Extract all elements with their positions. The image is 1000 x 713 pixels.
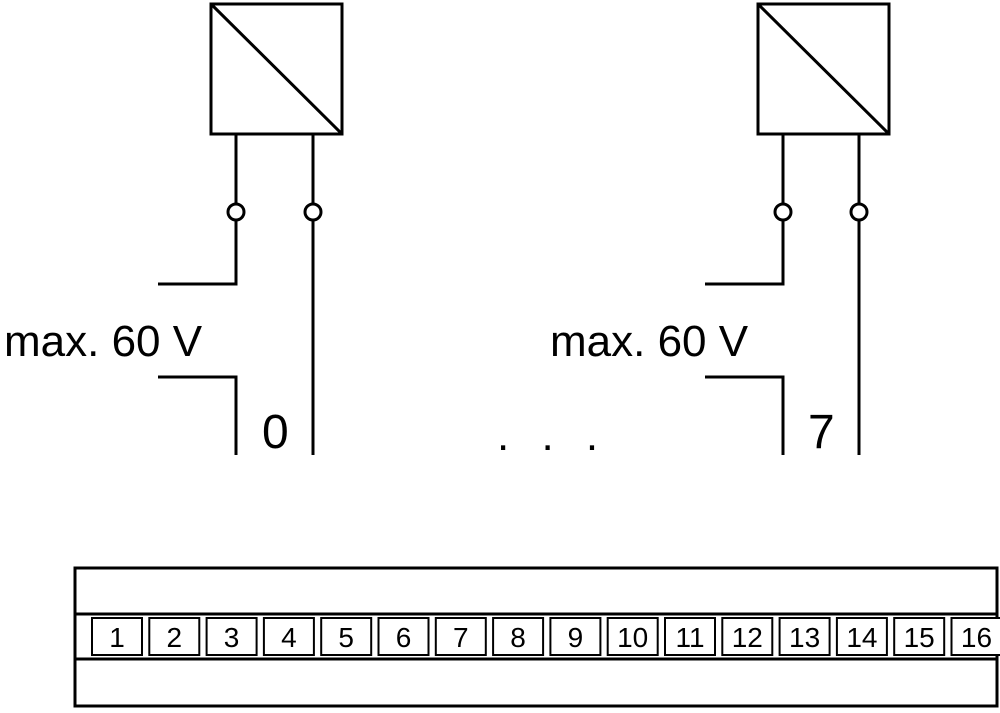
channel-number-7: 7 (808, 406, 835, 459)
terminal-cell-14 (835, 617, 888, 656)
terminal-label-8: 8 (510, 622, 526, 653)
terminal-label-11: 11 (675, 622, 704, 653)
terminal-cell-5 (320, 617, 373, 656)
terminal-cell-15 (893, 617, 946, 656)
terminal-cell-4 (262, 617, 315, 656)
terminal-label-1: 1 (109, 622, 125, 653)
voltage-label-7: max. 60 V (550, 317, 749, 366)
terminal-label-13: 13 (789, 622, 820, 653)
voltage-label-0: max. 60 V (4, 317, 203, 366)
terminal-label-16: 16 (961, 622, 992, 653)
terminal-point-right (303, 202, 323, 222)
terminal-cell-10 (606, 617, 659, 656)
terminal-label-4: 4 (281, 622, 297, 653)
terminal-label-12: 12 (732, 622, 763, 653)
terminal-cell-3 (205, 617, 258, 656)
terminal-cell-11 (664, 617, 716, 656)
converter-symbol (209, 2, 344, 136)
terminal-cell-2 (148, 617, 201, 656)
ellipsis: . . . (497, 411, 608, 460)
channel-0 (158, 2, 344, 455)
terminal-label-14: 14 (846, 622, 877, 653)
channel-7 (705, 2, 891, 455)
wire-left-upper (705, 220, 785, 286)
terminal-point-left (226, 202, 246, 222)
terminal-label-2: 2 (167, 622, 183, 653)
terminal-cell-6 (377, 617, 430, 656)
terminal-cell-7 (434, 617, 487, 656)
terminal-label-7: 7 (453, 622, 469, 653)
terminal-label-9: 9 (568, 622, 584, 653)
wire-left-lower (158, 375, 238, 455)
terminal-point-left (773, 202, 793, 222)
converter-diagonal (756, 2, 891, 136)
terminal-label-15: 15 (904, 622, 935, 653)
wire-left-lower (705, 375, 785, 455)
wire-left-upper (158, 220, 238, 286)
channel-number-0: 0 (262, 406, 289, 459)
terminal-cell-13 (778, 617, 831, 656)
terminal-label-6: 6 (396, 622, 412, 653)
converter-diagonal (209, 2, 344, 136)
terminal-cell-12 (721, 617, 774, 656)
terminal-label-10: 10 (617, 622, 648, 653)
converter-symbol (756, 2, 891, 136)
terminal-cell-8 (492, 617, 545, 656)
terminal-label-3: 3 (224, 622, 240, 653)
terminal-cell-1 (91, 617, 143, 656)
terminal-point-right (849, 202, 869, 222)
terminal-cell-9 (549, 617, 602, 656)
terminal-label-5: 5 (338, 622, 354, 653)
terminal-cell-16 (950, 617, 1000, 656)
